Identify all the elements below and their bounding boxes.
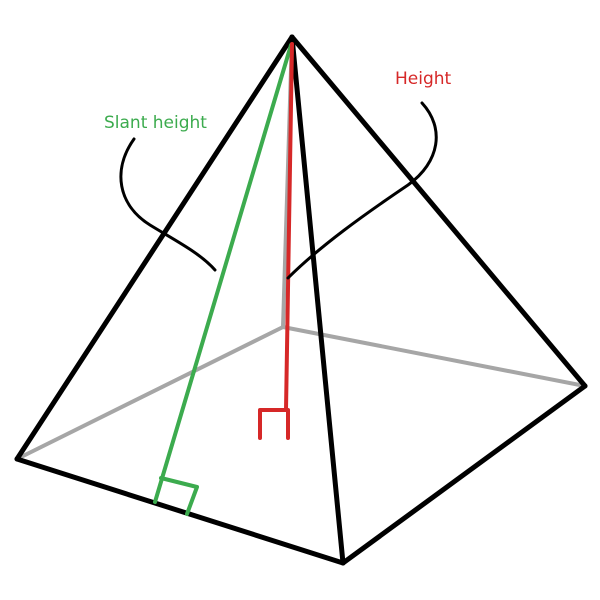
slant-height-segment: [153, 43, 293, 504]
height-pointer: [286, 101, 438, 280]
slant-height-pointer: [119, 137, 217, 272]
hidden-base-edge-right: [281, 325, 587, 388]
height-right-angle-marker: [258, 408, 290, 440]
height-line: [258, 42, 294, 440]
lateral-edge-right: [289, 34, 588, 389]
base-edge-front-left: [14, 456, 346, 566]
visible-edges: [14, 34, 588, 566]
base-edge-front-right: [340, 383, 588, 566]
height-segment: [284, 42, 294, 412]
label-pointers: [119, 101, 438, 280]
slant-right-angle-marker: [159, 476, 199, 516]
hidden-edges: [15, 35, 587, 461]
lateral-edge-left: [14, 34, 295, 462]
lateral-edge-front: [289, 34, 346, 566]
slant-height-line: [153, 43, 293, 516]
slant-height-label: Slant height: [104, 113, 207, 133]
hidden-base-edge-left: [15, 325, 285, 461]
height-label: Height: [395, 69, 452, 89]
